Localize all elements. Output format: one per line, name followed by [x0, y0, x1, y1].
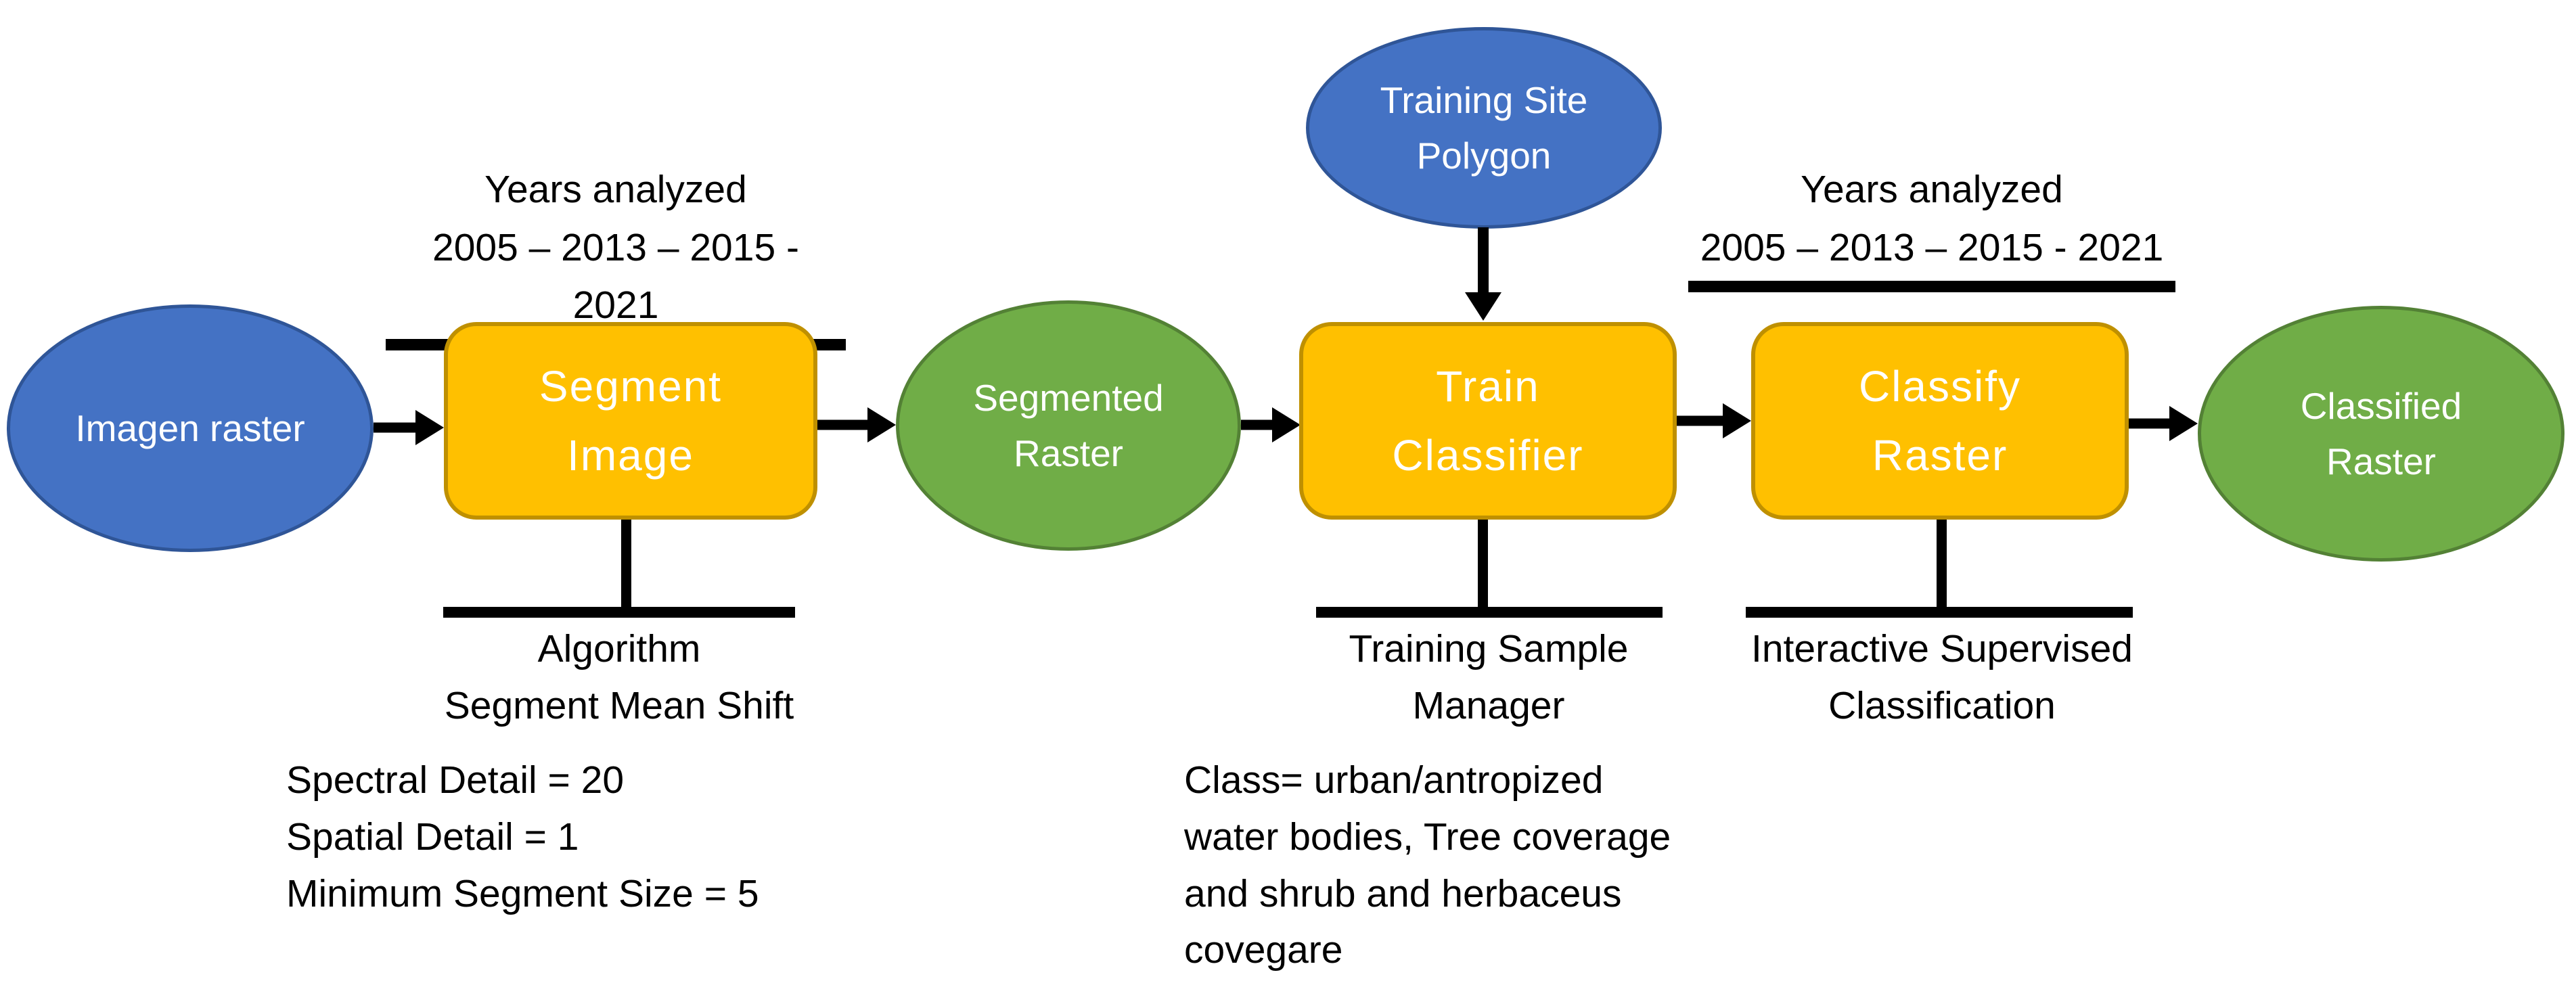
note-line: Interactive Supervised	[1751, 627, 2133, 670]
node-label-line1: Training Site	[1380, 78, 1588, 121]
callout-bar-classify	[1746, 607, 2133, 618]
node-label: Imagen raster	[75, 407, 305, 449]
connector-segmented-to-train	[1241, 405, 1301, 445]
node-classified-raster: Classified Raster	[2198, 306, 2564, 562]
node-label-line2: Polygon	[1416, 135, 1552, 177]
note-line: Segment Mean Shift	[444, 683, 794, 727]
note-segment-params: Spectral Detail = 20 Spatial Detail = 1 …	[286, 752, 841, 922]
node-segmented-raster: Segmented Raster	[896, 300, 1241, 551]
note-train-tool: Training Sample Manager	[1313, 621, 1665, 735]
note-line: water bodies, Tree coverage	[1184, 815, 1671, 859]
note-train-classes: Class= urban/antropized water bodies, Tr…	[1184, 752, 1725, 979]
note-line: covegare	[1184, 928, 1343, 972]
node-label-line1: Classify	[1858, 361, 2022, 411]
callout-stem-segment	[621, 520, 631, 608]
years-analyzed-title: Years analyzed	[484, 168, 747, 211]
note-line: Spatial Detail = 1	[286, 815, 579, 859]
years-analyzed-right: Years analyzed 2005 – 2013 – 2015 - 2021	[1688, 161, 2175, 292]
years-analyzed-range: 2005 – 2013 – 2015 - 2021	[1700, 225, 2164, 269]
node-label-line1: Train	[1436, 361, 1540, 411]
node-label-line2: Raster	[1014, 432, 1123, 474]
underline-bar	[1688, 281, 2175, 292]
connector-classify-to-classified	[2129, 403, 2198, 444]
arrow-right-icon	[2169, 406, 2198, 441]
connector-imagen-to-segment	[374, 407, 444, 448]
arrow-down-icon	[1465, 292, 1501, 321]
note-line: and shrub and herbaceus	[1184, 871, 1622, 915]
years-analyzed-range: 2005 – 2013 – 2015 - 2021	[432, 225, 799, 327]
arrow-shaft	[1241, 419, 1275, 430]
connector-train-to-classify	[1677, 401, 1751, 441]
node-imagen-raster: Imagen raster	[7, 304, 374, 552]
note-line: Minimum Segment Size = 5	[286, 871, 759, 915]
connector-trainingsite-to-train	[1463, 227, 1504, 321]
arrow-shaft	[374, 422, 418, 433]
note-line: Classification	[1828, 683, 2056, 727]
connector-segment-to-segmented	[817, 405, 896, 445]
node-label-line2: Raster	[2326, 440, 2436, 482]
node-segment-image: Segment Image	[444, 322, 817, 520]
note-line: Class= urban/antropized	[1184, 758, 1604, 802]
note-classify-tool: Interactive Supervised Classification	[1732, 621, 2152, 735]
node-label-line2: Image	[567, 431, 694, 480]
arrow-right-icon	[1272, 407, 1301, 442]
node-train-classifier: Train Classifier	[1299, 322, 1677, 520]
node-classify-raster: Classify Raster	[1751, 322, 2129, 520]
note-line: Spectral Detail = 20	[286, 758, 625, 802]
arrow-shaft	[1677, 415, 1725, 426]
note-line: Training Sample	[1349, 627, 1629, 670]
note-line: Algorithm	[537, 627, 701, 670]
node-label-line1: Segment	[539, 361, 723, 411]
node-label-line1: Segmented	[973, 376, 1164, 419]
callout-stem-classify	[1937, 520, 1947, 608]
node-label-line1: Classified	[2300, 384, 2462, 427]
node-label-line2: Classifier	[1392, 431, 1584, 480]
arrow-shaft	[2129, 418, 2172, 429]
arrow-shaft	[1478, 227, 1489, 295]
callout-stem-train	[1478, 520, 1488, 608]
arrow-right-icon	[867, 407, 896, 442]
arrow-right-icon	[1723, 403, 1751, 438]
arrow-right-icon	[415, 410, 444, 445]
node-training-site-polygon: Training Site Polygon	[1306, 27, 1662, 229]
note-segment-tool: Algorithm Segment Mean Shift	[406, 621, 832, 735]
note-line: Manager	[1412, 683, 1565, 727]
years-analyzed-title: Years analyzed	[1801, 168, 2063, 211]
node-label-line2: Raster	[1872, 431, 2008, 480]
callout-bar-train	[1316, 607, 1663, 618]
arrow-shaft	[817, 419, 870, 430]
callout-bar-segment	[443, 607, 795, 618]
